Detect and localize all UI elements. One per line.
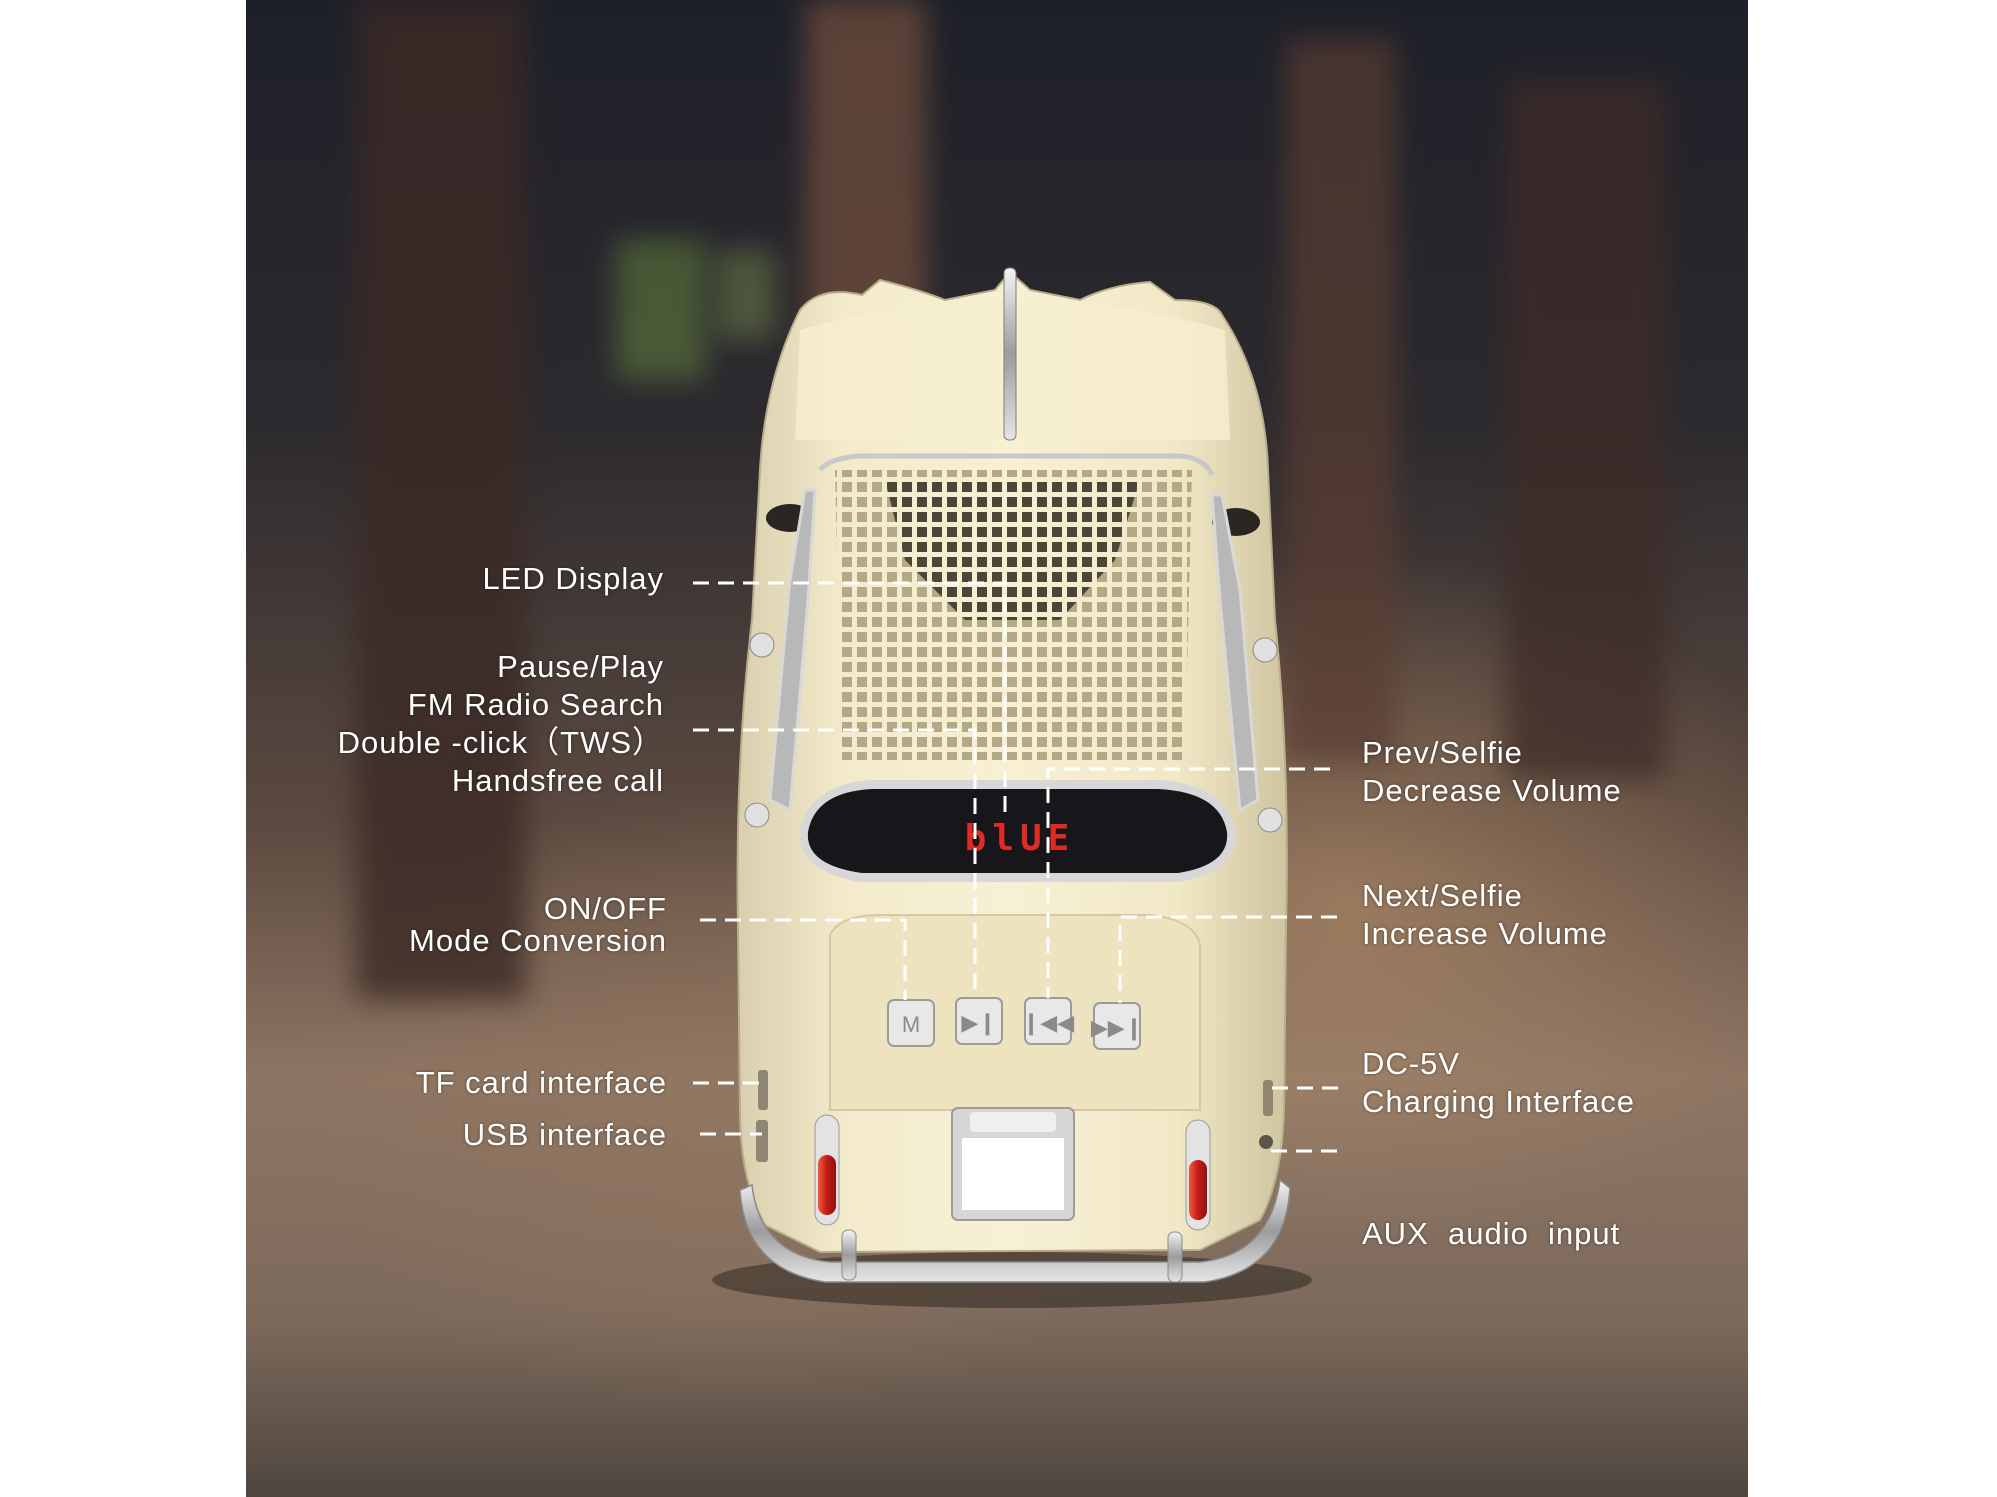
led-display-text: blUE [965,818,1076,859]
callout-line: ON/OFF [543,891,667,926]
next-button[interactable]: ▶▶❙ [1091,1002,1143,1050]
callout-pause-play: Pause/Play FM Radio Search Double -click… [338,648,664,800]
product-photo [246,0,1748,1497]
callout-next-selfie: Next/Selfie Increase Volume [1362,877,1608,953]
callout-line: LED Display [482,561,664,596]
callout-line: Pause/Play [497,649,664,684]
callout-lines [693,581,1338,1153]
callout-line: DC-5V [1362,1046,1461,1081]
bumper-guard [1167,1231,1183,1283]
usb-port [756,1120,768,1162]
background-pillar [356,0,526,1000]
tf-card-slot [758,1070,768,1110]
line-prev-selfie [1046,767,1330,998]
antenna [1003,267,1017,441]
bumper-guard [841,1229,857,1281]
line-pause-play [693,728,977,998]
aux-port [1259,1135,1273,1149]
left-handle [749,632,775,658]
callout-line: TF card interface [415,1065,667,1100]
roof-trim [818,453,1215,477]
prev-icon: ❙◀◀ [1022,1010,1074,1036]
callout-line: Prev/Selfie [1362,735,1523,770]
next-icon: ▶▶❙ [1091,1015,1143,1041]
line-on-off [700,918,907,1000]
background-light [616,240,706,380]
left-tail-lamp [818,1155,836,1215]
callout-line: FM Radio Search [407,687,664,722]
callout-usb: USB interface [463,1116,667,1154]
trunk-panel [829,914,1201,1111]
callout-on-off: ON/OFF Mode Conversion [409,893,667,957]
background-pillar [1286,40,1396,760]
callout-prev-selfie: Prev/Selfie Decrease Volume [1362,734,1622,810]
plate-light [970,1112,1056,1132]
callout-tf-card: TF card interface [416,1064,667,1102]
callout-aux: AUX audio input [1362,1139,1620,1291]
dc-port [1263,1080,1273,1116]
right-handle [1252,637,1278,663]
right-window [1210,493,1260,813]
play-pause-button[interactable]: ▶❙ [955,997,1003,1045]
left-handle [744,802,770,828]
line-led-display [693,581,1007,814]
prev-button[interactable]: ❙◀◀ [1022,997,1074,1045]
callout-line: Increase Volume [1362,916,1608,951]
speaker-grille-center [885,480,1140,620]
background-pillar [1506,80,1666,780]
background-light [716,250,776,340]
callout-line: Mode Conversion [409,923,667,958]
callout-line: USB interface [462,1117,667,1152]
mode-icon: M [902,1012,920,1037]
callout-line: AUX audio input [1362,1216,1621,1251]
callout-line: Charging Interface [1362,1084,1636,1119]
right-tail-lamp [1189,1160,1207,1220]
callout-line: Decrease Volume [1362,773,1622,808]
right-handle [1257,807,1283,833]
play-pause-icon: ▶❙ [961,1010,996,1036]
callout-led-display: LED Display [482,560,664,598]
mode-button[interactable]: M [887,999,935,1047]
license-plate [962,1138,1064,1210]
rear-bumper [739,1178,1291,1283]
led-display [807,789,1228,873]
callout-line: Double -click（TWS） [337,725,664,760]
callout-dc-5v: DC-5V Charging Interface [1362,1045,1635,1121]
callout-line: Next/Selfie [1362,878,1523,913]
callout-line: Handsfree call [451,763,664,798]
